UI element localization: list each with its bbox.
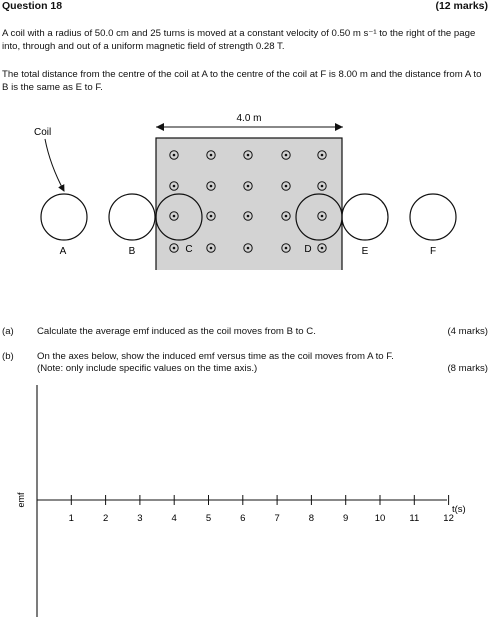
part-b-note: (Note: only include specific values on t… [37,363,258,374]
field-dot-icon [281,243,291,253]
field-dot-icon [206,181,216,191]
field-dot-icon [169,150,179,160]
field-dot-icon [243,211,253,221]
field-dot-icon [169,243,179,253]
time-tick-label: 9 [343,513,348,524]
time-tick-label: 3 [137,513,142,524]
coil-position-b [108,193,156,241]
position-label-a: A [60,246,67,257]
time-tick-label: 6 [240,513,245,524]
time-tick-label: 5 [206,513,211,524]
time-tick-label: 10 [375,513,386,524]
field-dot-icon [206,211,216,221]
magnetic-field-region [155,137,343,270]
time-tick-label: 1 [69,513,74,524]
time-tick-label: 12 [443,513,454,524]
time-tick-label: 7 [274,513,279,524]
question-marks: (12 marks) [435,0,488,12]
position-label-d: D [304,244,311,255]
field-dot-icon [169,211,179,221]
coil-position-c [155,193,203,241]
part-a-text: Calculate the average emf induced as the… [37,326,316,337]
field-dot-icon [243,181,253,191]
coil-position-f [409,193,457,241]
dimension-label: 4.0 m [236,113,261,124]
intro-paragraph-1: A coil with a radius of 50.0 cm and 25 t… [2,28,476,52]
field-dot-icon [281,211,291,221]
part-b-marks: (8 marks) [447,363,488,374]
intro-paragraph-2: The total distance from the centre of th… [2,69,482,93]
part-b-label: (b) [2,351,14,362]
part-a-marks: (4 marks) [447,326,488,337]
position-label-b: B [129,246,136,257]
position-label-e: E [362,246,369,257]
field-dot-icon [206,150,216,160]
field-dot-icon [243,150,253,160]
field-dot-icon [281,181,291,191]
time-tick-label: 11 [409,513,419,524]
time-tick-label: 4 [172,513,177,524]
position-label-f: F [430,246,436,257]
position-label-c: C [185,244,192,255]
coil-position-a [40,193,88,241]
time-tick-label: 2 [103,513,108,524]
field-dot-icon [169,181,179,191]
field-dot-icon [281,150,291,160]
coil-label: Coil [34,127,51,138]
field-dot-icon [317,181,327,191]
field-dot-icon [317,211,327,221]
field-symbols [169,150,327,253]
field-dot-icon [243,243,253,253]
field-diagram: 4.0 m Coil A B C D E F [34,113,457,270]
y-axis-label: emf [16,492,26,508]
time-tick-label: 8 [309,513,314,524]
part-a-label: (a) [2,326,14,337]
field-dot-icon [317,243,327,253]
coil-position-e [341,193,389,241]
coil-pointer-arrow [44,138,65,192]
x-axis-label: t(s) [452,504,466,515]
field-dot-icon [317,150,327,160]
question-title: Question 18 [2,0,63,12]
field-dot-icon [206,243,216,253]
part-b-text: On the axes below, show the induced emf … [37,351,394,362]
